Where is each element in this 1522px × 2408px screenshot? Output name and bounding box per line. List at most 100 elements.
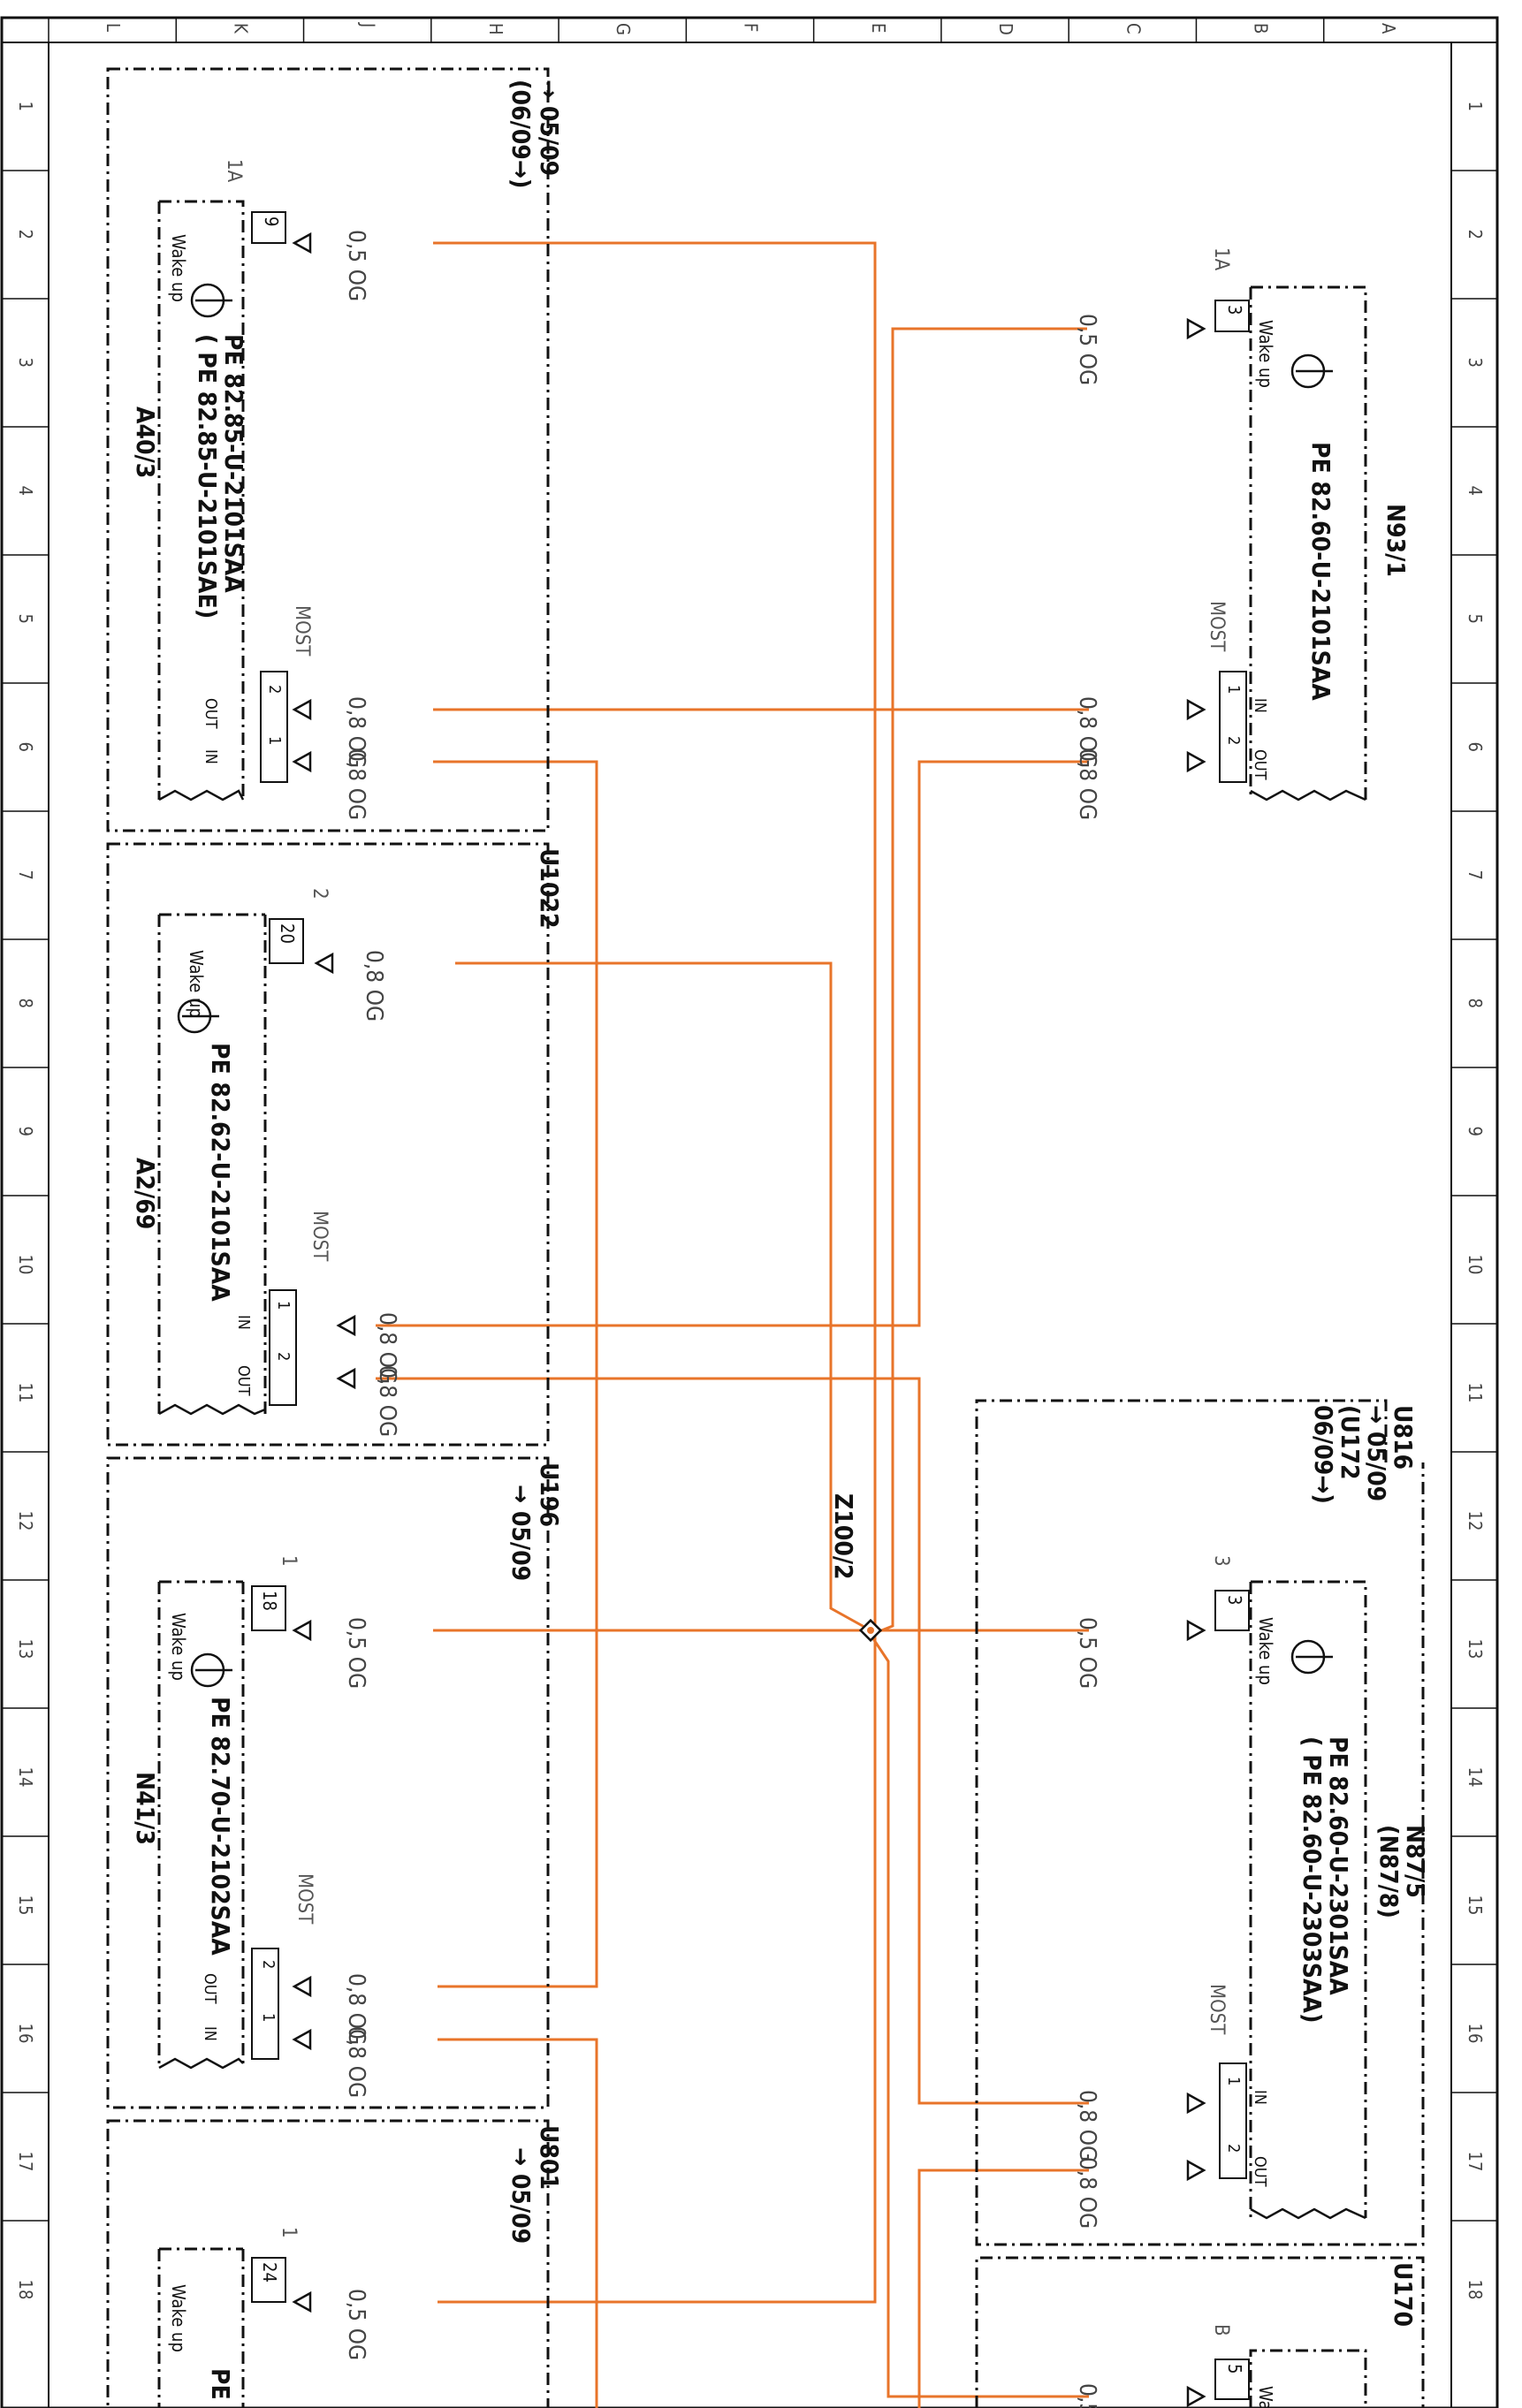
pin-number: 24: [259, 2262, 280, 2283]
pe-label: ( PE 82.60-U-2303SAA): [1298, 1736, 1327, 2024]
arrow-head: [292, 232, 312, 254]
arrow-head: [314, 952, 334, 975]
wire-spec-label: 0,8 OG: [1074, 2157, 1100, 2229]
frame-row-label-right: 12: [1465, 1511, 1486, 1531]
pin-number: 3: [1224, 305, 1245, 315]
module-note: → 05/09: [506, 2147, 536, 2244]
frame-row-label-left: 14: [15, 1767, 36, 1788]
pin-number: 1: [274, 1301, 293, 1310]
frame-row-label-left: 11: [15, 1383, 36, 1403]
frame-row-label-right: 5: [1465, 614, 1486, 624]
frame-col-label: E: [868, 23, 889, 33]
wake-label: Wake up: [1255, 2386, 1276, 2408]
frame-row-label-right: 16: [1465, 2024, 1486, 2044]
frame-col-label: C: [1122, 23, 1144, 34]
arrow-head: [1186, 1619, 1206, 1642]
frame-row-label-left: 12: [15, 1511, 36, 1531]
frame-col-label: F: [741, 23, 762, 32]
splice-label: Z100/2: [829, 1493, 858, 1580]
wire-arrows: [292, 232, 1206, 2408]
pin-boxes: [251, 211, 1250, 2400]
arrow-head: [292, 2290, 312, 2313]
module-code: U816: [1389, 1405, 1418, 1470]
frame-row-label-right: 7: [1465, 870, 1486, 880]
arrow-head: [1186, 2159, 1206, 2182]
arrow-head: [292, 750, 312, 773]
wire-n931-out: [376, 760, 1089, 1327]
pin-label: IN: [202, 749, 220, 764]
wire-spec-label: 0,8 OG: [343, 748, 369, 820]
wire-spec-label: 0,5 OG: [1074, 1617, 1100, 1689]
frame-row-label-right: 11: [1465, 1383, 1486, 1403]
pe-label: PE 82.85-U-2101SAA: [219, 334, 248, 593]
pin-label: OUT: [202, 698, 220, 729]
frame-row-label-left: 10: [15, 1255, 36, 1275]
module-n93-1: [1249, 285, 1367, 801]
pin-number: 1: [259, 2013, 278, 2022]
plug-label: 3: [1210, 1555, 1232, 1567]
wire-wake-u170: [869, 1634, 1089, 2398]
wire-n875-out: [917, 2169, 1089, 2408]
frame-row-label-left: 13: [15, 1639, 36, 1660]
arrow-head: [292, 698, 312, 721]
wire-spec-label: 0,8 OG: [1074, 696, 1100, 768]
pin-label: IN: [201, 2026, 219, 2041]
module-name: N93/1: [1381, 504, 1411, 577]
pin-number: 9: [261, 216, 282, 226]
arrow-head: [292, 1619, 312, 1642]
arrow-head: [1186, 2385, 1206, 2408]
module-name: A40/3: [131, 406, 160, 478]
frame-row-label-left: 16: [15, 2024, 36, 2044]
pin-label: OUT: [1251, 749, 1269, 780]
pin-label: OUT: [1251, 2156, 1269, 2187]
pin-number: 3: [1224, 1595, 1245, 1605]
wire-spec-label: 0,8 OG: [374, 1365, 400, 1437]
plug-label: B: [1210, 2324, 1232, 2336]
module-a2-69: [106, 842, 550, 1447]
frame-row-label-right: 13: [1465, 1639, 1486, 1660]
frame-col-label: K: [230, 23, 251, 34]
plug-label: 1A: [1210, 247, 1232, 271]
module-name: N87/5: [1401, 1825, 1430, 1898]
wake-label: Wake up: [1255, 320, 1276, 388]
pin-number: 20: [277, 923, 298, 944]
transceiver-symbols: [177, 283, 1333, 1688]
plug-label: 2: [308, 888, 331, 900]
pe-label: PE 82.62-U-2101SAA: [206, 1043, 235, 1302]
frame-row-label-right: 4: [1465, 486, 1486, 496]
module-code: U196: [535, 1462, 564, 1527]
module-name: A2/69: [131, 1158, 160, 1229]
frame-row-label-right: 9: [1465, 1127, 1486, 1136]
frame-row-label-right: 3: [1465, 358, 1486, 368]
frame-row-ticks: [2, 42, 1497, 2222]
frame-row-label-left: 6: [15, 742, 36, 752]
module-note: → 05/09: [506, 1485, 536, 1581]
frame-row-label-right: 8: [1465, 999, 1486, 1008]
frame-col-label: D: [995, 23, 1016, 35]
pin-number: 5: [1224, 2364, 1245, 2374]
arrow-head: [1186, 317, 1206, 340]
wire-a40-in: [433, 760, 598, 1988]
frame-row-label-left: 18: [15, 2280, 36, 2300]
frame-row-label-left: 2: [15, 230, 36, 239]
module-a40-3: [106, 67, 550, 832]
pin-label: OUT: [201, 1973, 219, 2004]
frame-col-label: A: [1378, 23, 1399, 34]
arrow-head: [1186, 2092, 1206, 2115]
wire-wake-a40: [433, 241, 877, 2304]
wire-spec-label: 0,8 OG: [343, 696, 369, 768]
wake-label: Wake up: [1255, 1617, 1276, 1685]
plug-label: 1: [278, 2227, 300, 2238]
frame-row-label-left: 5: [15, 614, 36, 624]
arrow-head: [336, 1314, 356, 1337]
frame-col-label: B: [1251, 23, 1272, 34]
splice-z100-2: Z100/2: [829, 1493, 883, 1643]
wire-spec-label: 0,8 OG: [1074, 2090, 1100, 2161]
module-name: (N87/8): [1374, 1825, 1404, 1918]
frame-col-label: J: [358, 22, 379, 27]
frame-row-label-right: 17: [1465, 2152, 1486, 2172]
wire-spec-label: 0,8 OG: [1074, 748, 1100, 820]
most-label: MOST: [308, 1211, 331, 1262]
